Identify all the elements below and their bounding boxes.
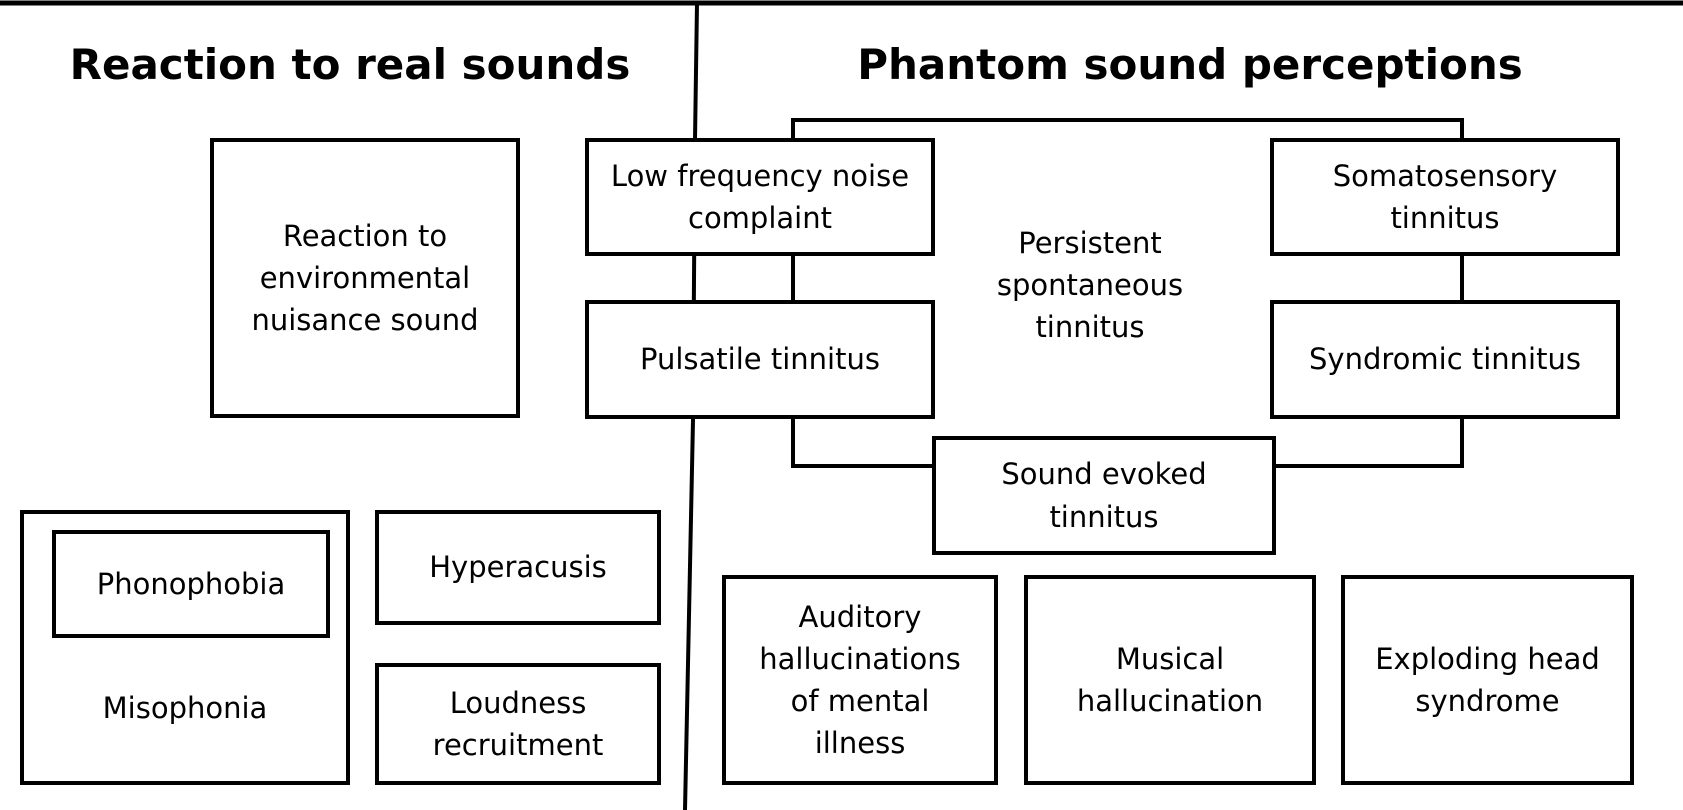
box-auditory-hallucinations: Auditory hallucinations of mental illnes… [722, 575, 998, 785]
box-sound-evoked-tinnitus: Sound evoked tinnitus [932, 436, 1276, 555]
box-musical-hallucination: Musical hallucination [1024, 575, 1316, 785]
panel-divider-line [683, 2, 699, 810]
box-syndromic-tinnitus: Syndromic tinnitus [1270, 300, 1620, 419]
heading-phantom-sounds: Phantom sound perceptions [857, 40, 1523, 89]
connector-right-bottom [1273, 417, 1464, 468]
box-hyperacusis: Hyperacusis [375, 510, 661, 625]
box-low-frequency-noise: Low frequency noise complaint [585, 138, 935, 256]
box-exploding-head-syndrome: Exploding head syndrome [1341, 575, 1634, 785]
connector-left-bottom [791, 417, 935, 468]
box-somatosensory-tinnitus: Somatosensory tinnitus [1270, 138, 1620, 256]
box-pulsatile-tinnitus: Pulsatile tinnitus [585, 300, 935, 419]
connector-frame-top [791, 118, 1464, 140]
box-loudness-recruitment: Loudness recruitment [375, 663, 661, 785]
box-environmental-nuisance: Reaction to environmental nuisance sound [210, 138, 520, 418]
box-phonophobia: Phonophobia [52, 530, 330, 638]
misophonia-label: Misophonia [102, 690, 268, 725]
heading-real-sounds: Reaction to real sounds [69, 40, 631, 89]
label-persistent-tinnitus: Persistent spontaneous tinnitus [996, 225, 1184, 345]
